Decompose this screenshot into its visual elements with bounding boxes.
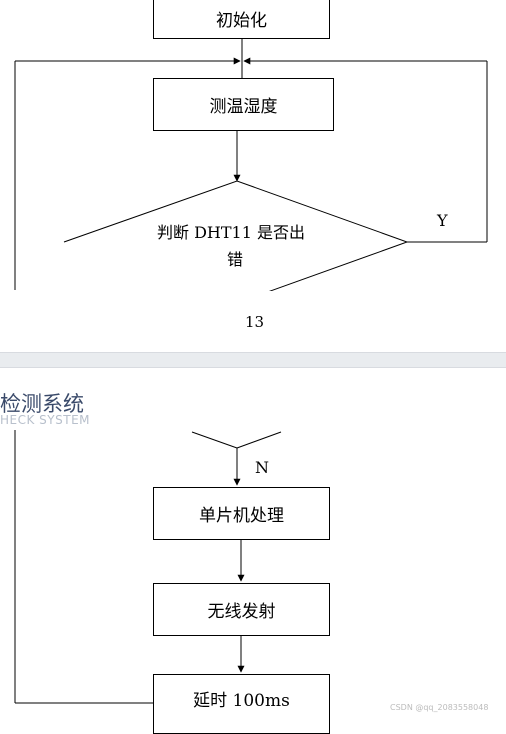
wireless-box: 无线发射: [153, 583, 330, 636]
measure-label: 测温湿度: [209, 97, 278, 117]
mcu-label: 单片机处理: [199, 506, 284, 526]
watermark: CSDN @qq_2083558048: [390, 703, 489, 712]
measure-box: 测温湿度: [153, 78, 334, 131]
decision-label-line1: 判断 DHT11 是否出: [157, 223, 305, 242]
mcu-box: 单片机处理: [153, 487, 330, 540]
init-box: 初始化: [153, 0, 330, 39]
decision-bottom-right-edge: [236, 431, 282, 449]
decision-diamond: [63, 180, 409, 304]
no-label: N: [255, 458, 269, 477]
section-header-title: 检测系统: [0, 392, 84, 416]
wireless-label: 无线发射: [207, 602, 276, 622]
decision-bottom-left-edge: [191, 431, 238, 449]
delay-label: 延时 100ms: [193, 690, 290, 711]
page1-bottom-mask: [0, 291, 506, 352]
init-label: 初始化: [216, 11, 267, 31]
delay-box: 延时 100ms: [153, 674, 330, 734]
page-number: 13: [245, 313, 265, 331]
yes-label: Y: [437, 211, 448, 230]
decision-label-line2: 错: [227, 250, 244, 269]
page-separator: [0, 352, 506, 368]
section-header-subtitle: HECK SYSTEM: [0, 413, 90, 427]
